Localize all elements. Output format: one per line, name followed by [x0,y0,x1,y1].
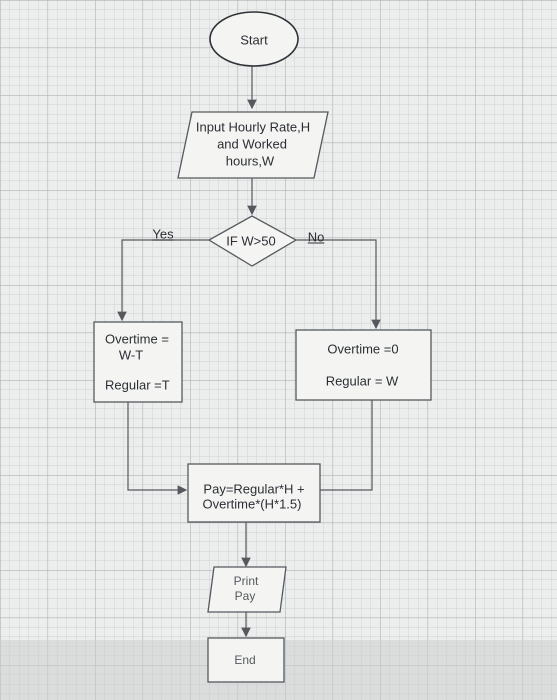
print-label-line-1: Print [233,574,259,588]
connector-yes-to-pay [127,402,188,495]
end-label: End [234,653,256,667]
yes-label: Yes [152,226,174,242]
input-label-line-3: hours,W [225,153,275,169]
yes-box-line-1: Overtime = [105,331,169,347]
print-output-parallelogram [207,566,287,613]
yes-process-box [93,321,183,403]
decision-diamond [207,215,298,267]
no-label: No [307,229,325,245]
connector-no-branch [296,239,381,330]
pay-process-box [187,463,321,523]
input-label-line-2: and Worked [217,136,287,152]
start-label: Start [240,32,268,48]
yes-box-line-2: W-T [118,347,144,363]
pay-label-line-2: Overtime*(H*1.5) [202,496,302,512]
input-parallelogram [177,111,329,179]
connector-yes-branch [117,239,209,322]
no-process-box [295,329,432,401]
no-box-line-1: Overtime =0 [327,341,399,357]
end-box [207,637,285,683]
start-terminal [209,11,299,67]
yes-box-line-3: Regular =T [105,377,170,393]
input-label-line-1: Input Hourly Rate,H [195,119,311,135]
connector-no-to-pay [320,400,373,491]
pay-label-line-1: Pay=Regular*H + [203,481,305,497]
print-label-line-2: Pay [234,589,256,603]
no-box-line-2: Regular = W [325,373,399,389]
decision-label: IF W>50 [226,233,276,249]
